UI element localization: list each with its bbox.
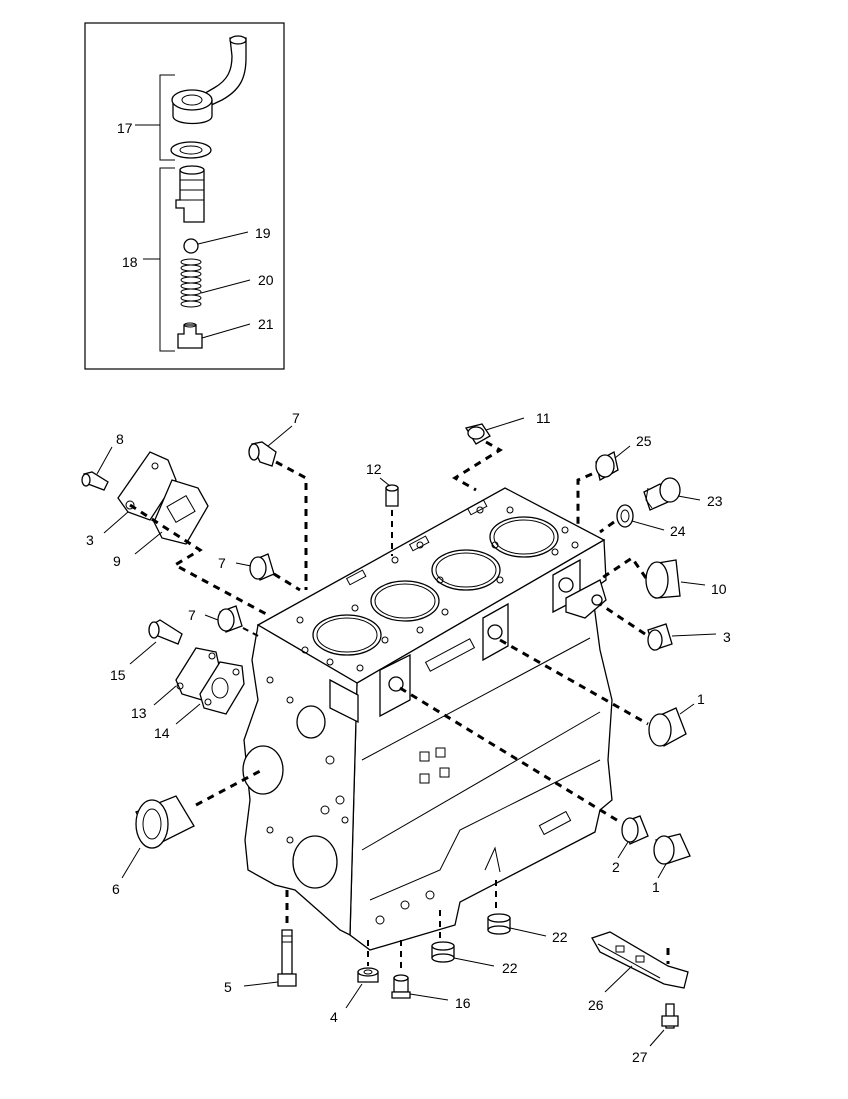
label-10: 10 — [711, 581, 727, 597]
label-26: 26 — [588, 997, 604, 1013]
label-20: 20 — [258, 272, 274, 288]
leader-3-top — [452, 440, 503, 492]
plug — [177, 322, 203, 349]
plug-7-left — [217, 605, 243, 633]
label-19: 19 — [255, 225, 271, 241]
bolt-27 — [661, 1003, 679, 1029]
bolt-5 — [277, 929, 297, 987]
label-21: 21 — [258, 316, 274, 332]
label-3-top: 11 — [536, 410, 551, 426]
plug-7-middle — [249, 553, 275, 581]
plug-3-top — [464, 423, 491, 445]
plug-1-lower — [653, 833, 691, 865]
nut-4 — [357, 967, 379, 983]
label-14: 14 — [154, 725, 170, 741]
label-5: 5 — [224, 979, 232, 995]
sealing-washer — [170, 141, 212, 159]
plug-1-upper — [648, 707, 687, 747]
label-3-right: 3 — [723, 629, 731, 645]
label-1-upper: 1 — [697, 691, 705, 707]
bolt-25 — [81, 471, 109, 491]
label-8: 7 — [292, 410, 300, 426]
plug-3-right — [647, 623, 673, 651]
plug-7-top — [595, 451, 619, 481]
cylinder-block — [242, 487, 613, 951]
leader-12 — [599, 520, 615, 534]
label-27: 27 — [632, 1049, 648, 1065]
leader-7-left — [242, 627, 263, 639]
dowel-9 — [385, 484, 399, 507]
plug-22-left — [431, 941, 455, 963]
label-23: 3 — [86, 532, 94, 548]
label-24: 9 — [113, 553, 121, 569]
plug-22-right — [487, 913, 511, 935]
leader-3-right — [599, 602, 646, 636]
label-17: 17 — [117, 120, 133, 136]
inset-frame — [84, 22, 285, 370]
leader-2 — [399, 686, 621, 824]
label-2: 2 — [612, 859, 620, 875]
washer-12 — [616, 504, 634, 528]
leader-1-upper — [499, 638, 649, 726]
label-1-lower: 1 — [652, 879, 660, 895]
label-22-right: 22 — [552, 929, 568, 945]
bracket-17 — [159, 74, 175, 161]
plug-8 — [248, 441, 277, 467]
valve-body — [175, 165, 205, 223]
bracket-18 — [159, 167, 175, 352]
bolt-16 — [391, 974, 411, 999]
label-16: 16 — [455, 995, 471, 1011]
leader-8 — [275, 460, 308, 590]
leader-7-top — [576, 472, 593, 524]
bushing-6 — [135, 795, 195, 849]
bracket-26 — [591, 931, 689, 989]
label-9: 12 — [366, 461, 382, 477]
label-15: 15 — [110, 667, 126, 683]
label-7-middle: 7 — [218, 555, 226, 571]
plug-11 — [643, 477, 681, 511]
label-11: 23 — [707, 493, 723, 509]
label-7-top: 25 — [636, 433, 652, 449]
leader-7-middle — [273, 572, 301, 592]
label-12: 24 — [670, 523, 686, 539]
plug-2 — [621, 815, 649, 845]
label-4: 4 — [330, 1009, 338, 1025]
banjo-fitting — [171, 35, 247, 125]
label-18: 18 — [122, 254, 138, 270]
spring — [180, 258, 202, 308]
leader-10 — [601, 555, 648, 580]
label-25: 8 — [116, 431, 124, 447]
label-6: 6 — [112, 881, 120, 897]
label-13: 13 — [131, 705, 147, 721]
label-22-left: 22 — [502, 960, 518, 976]
plug-10 — [645, 559, 681, 599]
leader-23-24 — [129, 503, 269, 617]
ball — [183, 238, 199, 254]
label-7-left: 7 — [188, 607, 196, 623]
bolt-15 — [148, 619, 183, 645]
